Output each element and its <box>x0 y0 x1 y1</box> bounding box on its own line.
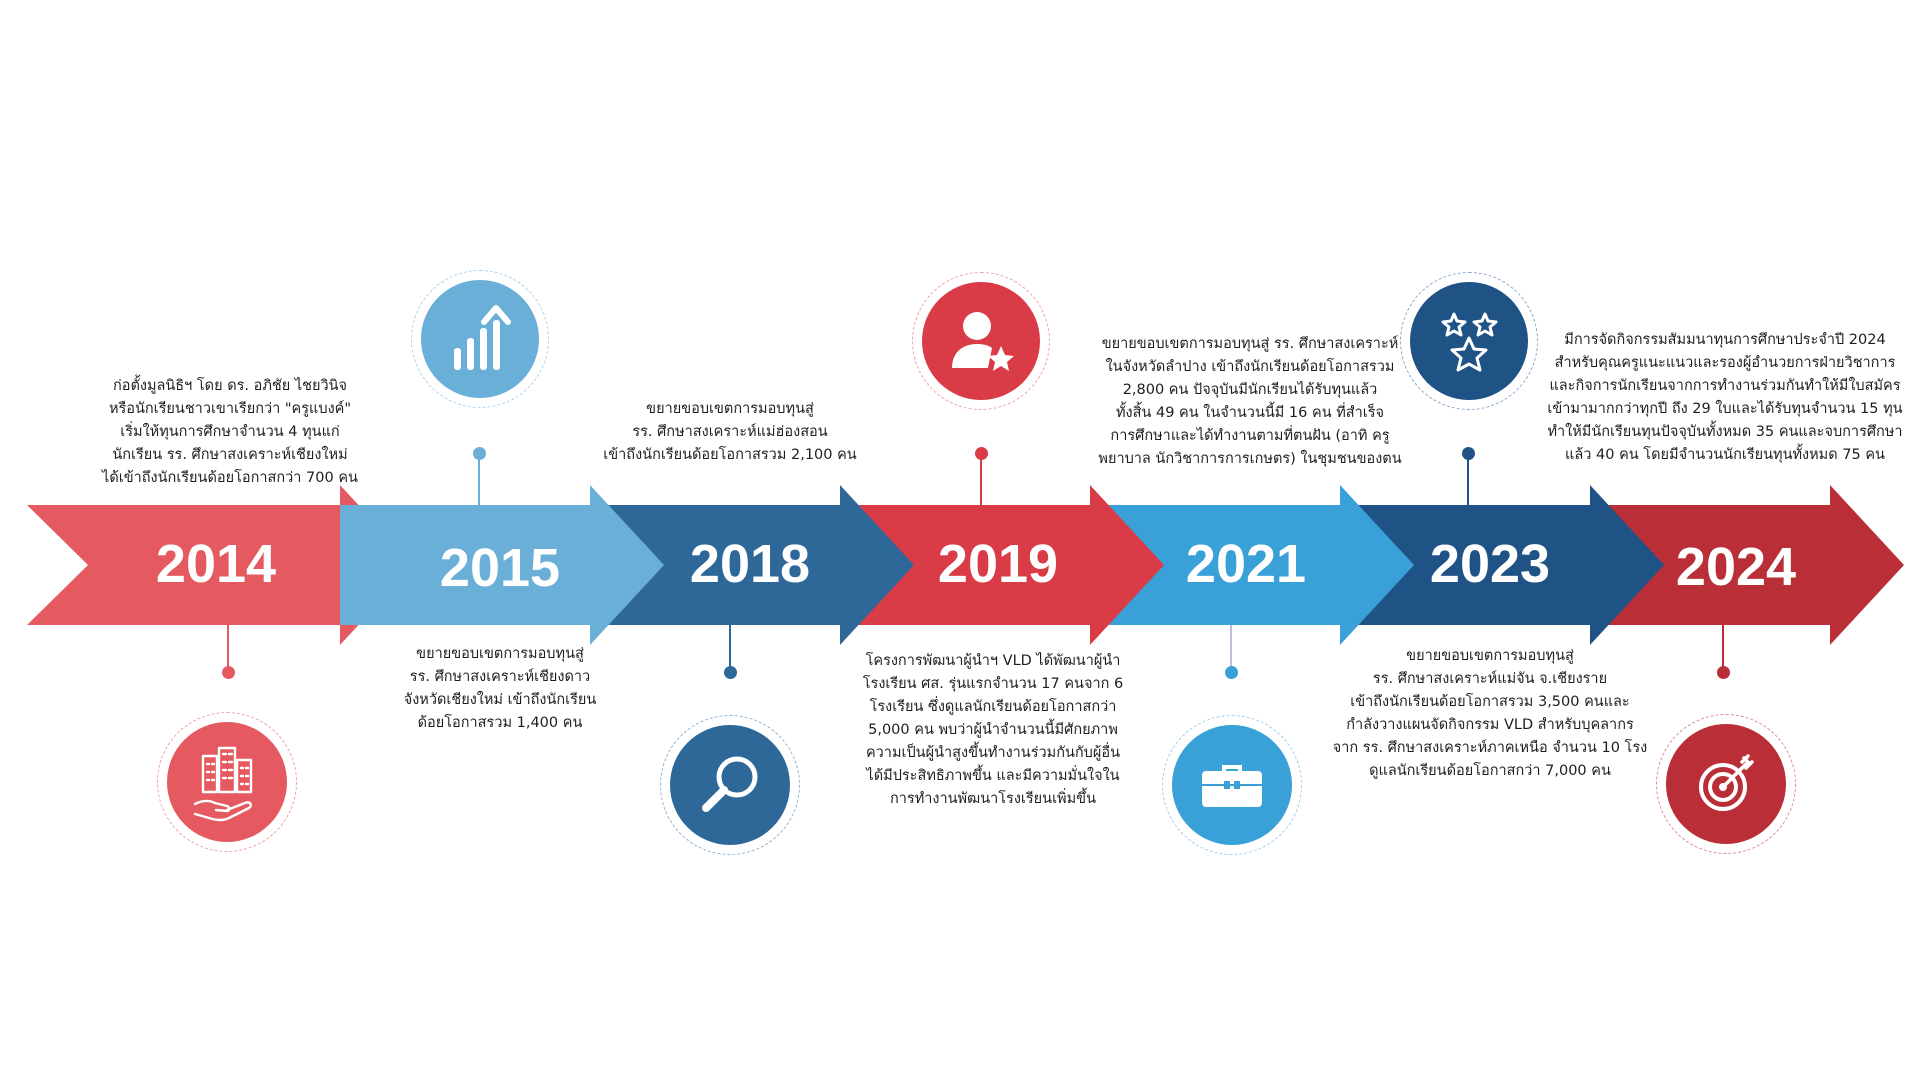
arrow-2014 <box>27 485 414 645</box>
briefcase-icon <box>1202 765 1262 807</box>
icon-circle-2023 <box>1400 272 1538 410</box>
arrow-2019 <box>840 485 1164 645</box>
text-2015: ขยายขอบเขตการมอบทุนสู่ รร. ศึกษาสงเคราะห… <box>403 646 597 731</box>
magnifier-icon <box>702 756 758 812</box>
icon-circle-2024 <box>1656 714 1796 854</box>
icon-circle-2014 <box>157 712 297 852</box>
dot-2019 <box>975 447 988 460</box>
text-2018: ขยายขอบเขตการมอบทุนสู่ รร. ศึกษาสงเคราะห… <box>603 401 857 463</box>
text-2014: ก่อตั้งมูลนิธิฯ โดย ดร. อภิชัย ไชยวินิจ … <box>102 378 358 486</box>
text-2023: ขยายขอบเขตการมอบทุนสู่ รร. ศึกษาสงเคราะห… <box>1332 648 1648 779</box>
icon-circle-2019 <box>912 272 1050 410</box>
arrow-2024 <box>1590 485 1904 645</box>
icon-circle-2018 <box>660 715 800 855</box>
connector-2023 <box>1467 456 1469 505</box>
dot-2015 <box>473 447 486 460</box>
growth-chart-icon <box>454 305 511 370</box>
connector-2015 <box>478 456 480 505</box>
arrow-2018 <box>590 485 914 645</box>
stars-icon <box>1441 312 1498 372</box>
connector-2019 <box>980 456 982 505</box>
dot-2023 <box>1462 447 1475 460</box>
connector-2018 <box>729 625 731 672</box>
arrow-2023 <box>1340 485 1664 645</box>
dot-2014 <box>222 666 235 679</box>
year-2021: 2021 <box>1185 534 1307 594</box>
connector-2021 <box>1230 625 1232 672</box>
year-2015: 2015 <box>439 538 561 598</box>
person-star-icon <box>952 312 1014 371</box>
arrow-2015 <box>340 485 664 645</box>
dot-2018 <box>724 666 737 679</box>
dot-2021 <box>1225 666 1238 679</box>
building-hand-icon <box>193 746 253 822</box>
text-2019: โครงการพัฒนาผู้นำฯ VLD ได้พัฒนาผู้นำ โรง… <box>862 653 1124 807</box>
year-2018: 2018 <box>689 534 811 594</box>
text-2024: มีการจัดกิจกรรมสัมมนาทุนการศึกษาประจำปี … <box>1547 332 1903 463</box>
arrow-2021 <box>1090 485 1414 645</box>
year-2014: 2014 <box>155 534 277 594</box>
year-2024: 2024 <box>1675 537 1797 597</box>
target-icon <box>1699 754 1754 811</box>
text-2021: ขยายขอบเขตการมอบทุนสู่ รร. ศึกษาสงเคราะห… <box>1098 336 1402 467</box>
connector-2014 <box>227 625 229 672</box>
icon-circle-2021 <box>1162 715 1302 855</box>
year-2023: 2023 <box>1429 534 1551 594</box>
icon-circle-2015 <box>411 270 549 408</box>
connector-2024 <box>1722 625 1724 672</box>
year-2019: 2019 <box>937 534 1059 594</box>
dot-2024 <box>1717 666 1730 679</box>
